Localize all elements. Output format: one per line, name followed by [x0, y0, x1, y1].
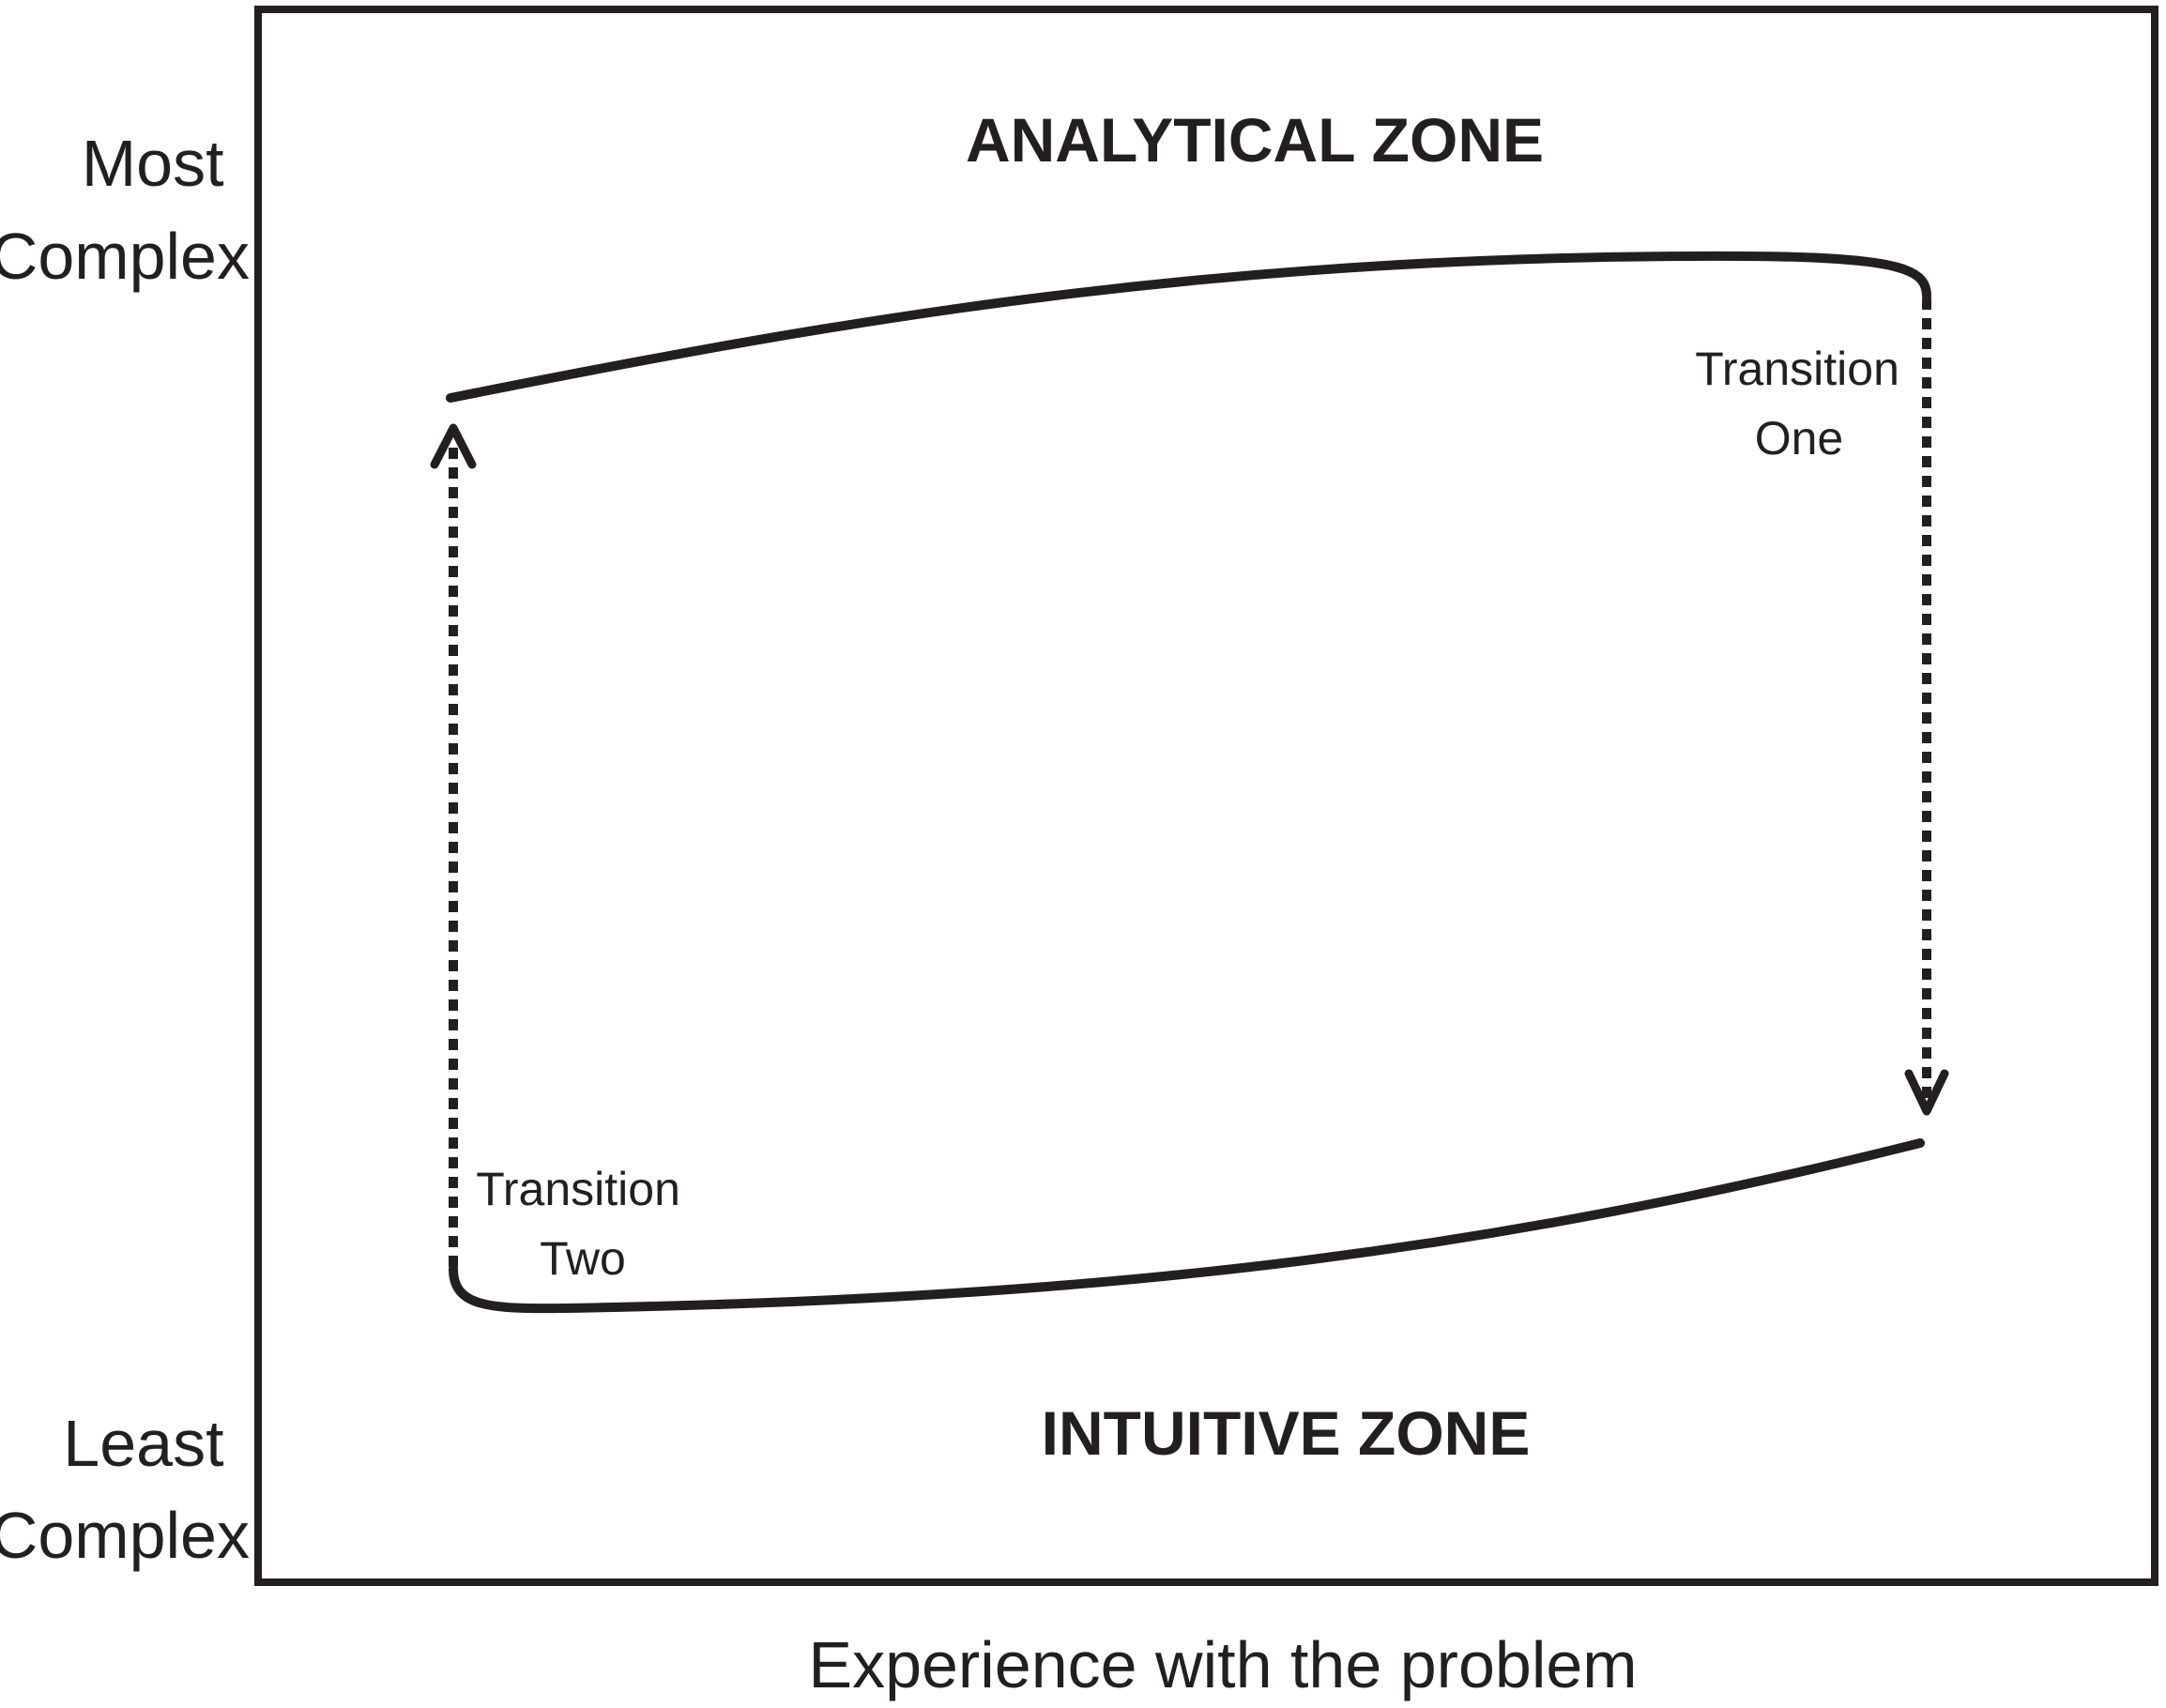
y-axis-bottom-label-line-2: Complex: [0, 1499, 250, 1572]
analytical-curve: [446, 251, 1931, 403]
y-axis-top-label-line-2: Complex: [0, 220, 250, 293]
y-axis-bottom-label: Least Complex: [0, 1407, 250, 1572]
intuitive-curve: [449, 1138, 1925, 1314]
plot-frame: [254, 6, 2158, 1586]
y-axis-bottom-label-line-1: Least: [63, 1407, 223, 1480]
analytical-zone-title: ANALYTICAL ZONE: [966, 105, 1544, 175]
transition-two-label-line-2: Two: [540, 1232, 626, 1285]
intuitive-zone-title: INTUITIVE ZONE: [1042, 1398, 1531, 1468]
y-axis-top-label: Most Complex: [0, 127, 250, 293]
transition-two-arrowhead: [430, 423, 477, 469]
transition-two-label: Transition Two: [476, 1163, 694, 1285]
transition-one-label-line-1: Transition: [1695, 343, 1899, 395]
y-axis-top-label-line-1: Most: [82, 127, 224, 200]
transition-one-label-line-2: One: [1755, 412, 1844, 465]
transition-one-label: Transition One: [1695, 343, 1913, 465]
transition-two-label-line-1: Transition: [476, 1163, 680, 1215]
x-axis-label: Experience with the problem: [808, 1628, 1637, 1701]
transition-one-arrowhead: [1904, 1069, 1949, 1116]
